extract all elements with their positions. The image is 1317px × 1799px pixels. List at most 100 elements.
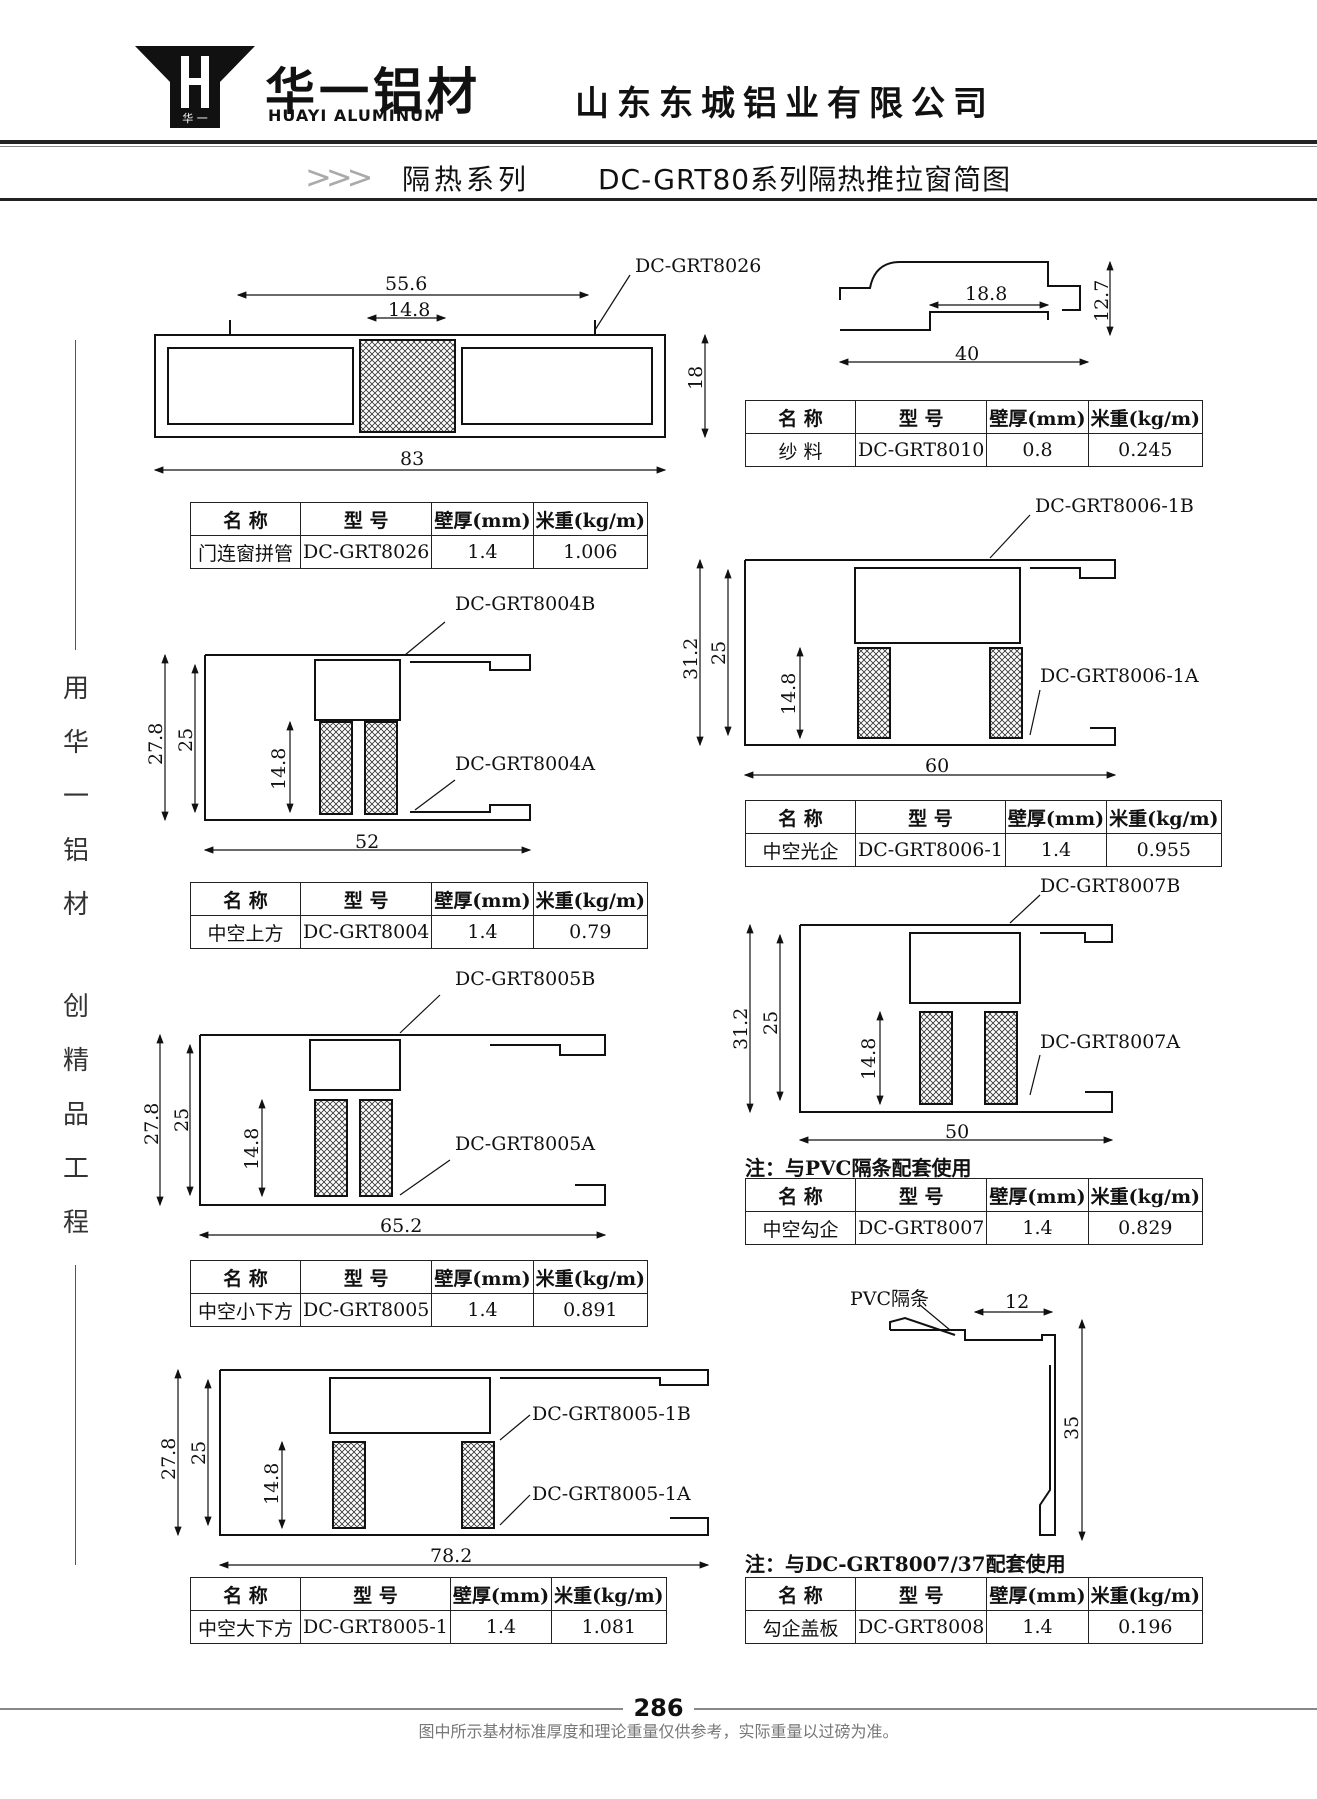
dim-83: 83 — [400, 448, 424, 470]
header-weight: 米重(kg/m) — [1087, 1178, 1204, 1212]
label-8006-1b: DC-GRT8006-1B — [1035, 495, 1194, 517]
note-8007: 注：与PVC隔条配套使用 — [745, 1156, 972, 1180]
brand-name-en: HUAYI ALUMINUM — [268, 106, 442, 125]
cell-weight: 0.245 — [1087, 433, 1204, 467]
slogan-char: 用 — [62, 674, 89, 704]
label-8005-1b: DC-GRT8005-1B — [532, 1403, 691, 1425]
slogan-char: 华 — [62, 728, 89, 758]
cell-name: 勾企盖板 — [745, 1610, 856, 1644]
cell-model: DC-GRT8006-1 — [855, 833, 1006, 867]
dim-78-2: 78.2 — [430, 1545, 472, 1567]
header-weight: 米重(kg/m) — [532, 502, 649, 536]
header-thickness: 壁厚(mm) — [431, 1260, 534, 1294]
header-rule — [0, 140, 1317, 144]
header-thickness: 壁厚(mm) — [449, 1577, 553, 1611]
header-model: 型 号 — [300, 1577, 451, 1611]
profile-8006 — [696, 514, 1117, 779]
dim-27-8: 27.8 — [145, 723, 167, 765]
header-thickness: 壁厚(mm) — [431, 502, 534, 536]
slogan-char: 材 — [62, 890, 89, 920]
dim-14-8: 14.8 — [261, 1463, 283, 1505]
header-weight: 米重(kg/m) — [1087, 1577, 1204, 1611]
cell-name: 中空小下方 — [190, 1293, 301, 1327]
profile-8005 — [156, 994, 607, 1239]
header-thickness: 壁厚(mm) — [431, 882, 534, 916]
note-8008: 注：与DC-GRT8007/37配套使用 — [745, 1552, 1066, 1576]
dim-60: 60 — [925, 755, 949, 777]
profile-8007 — [746, 894, 1114, 1144]
cell-model: DC-GRT8008 — [854, 1610, 988, 1644]
dim-14-8: 14.8 — [778, 673, 800, 715]
cell-model: DC-GRT8005-1 — [300, 1610, 451, 1644]
label-8005-1a: DC-GRT8005-1A — [532, 1483, 691, 1505]
page-title: DC-GRT80系列隔热推拉窗简图 — [598, 163, 1012, 196]
label-pvc-strip: PVC隔条 — [850, 1288, 929, 1310]
profile-8010 — [838, 260, 1114, 366]
header-weight: 米重(kg/m) — [1087, 400, 1204, 434]
header-rule-thin — [0, 146, 1317, 147]
dim-14-8: 14.8 — [241, 1128, 263, 1170]
slogan-part-2: 创 精 品 工 程 — [60, 980, 92, 1250]
logo-mark-icon: 华 一 — [135, 46, 255, 128]
cell-weight: 0.79 — [532, 915, 649, 949]
dim-25: 25 — [708, 641, 730, 665]
dim-27-8: 27.8 — [141, 1103, 163, 1145]
dim-50: 50 — [945, 1121, 969, 1143]
title-rule — [0, 198, 1317, 201]
cell-thickness: 1.4 — [986, 1610, 1089, 1644]
header-thickness: 壁厚(mm) — [986, 1577, 1089, 1611]
cell-weight: 1.081 — [551, 1610, 667, 1644]
header-model: 型 号 — [854, 1178, 988, 1212]
label-8007b: DC-GRT8007B — [1040, 875, 1180, 897]
profile-8008 — [889, 1304, 1086, 1542]
dim-14-8: 14.8 — [388, 299, 430, 321]
cell-name: 纱 料 — [745, 433, 856, 467]
dim-65-2: 65.2 — [380, 1215, 422, 1237]
slogan-char: 铝 — [62, 836, 89, 866]
header-name: 名 称 — [190, 882, 301, 916]
dim-18: 18 — [685, 366, 707, 390]
header-name: 名 称 — [190, 1577, 301, 1611]
header-thickness: 壁厚(mm) — [1004, 800, 1108, 834]
page-number-wrap: 286 — [0, 1694, 1317, 1722]
cell-weight: 0.955 — [1106, 833, 1222, 867]
profile-8005-1 — [174, 1368, 710, 1569]
dim-27-8: 27.8 — [158, 1438, 180, 1480]
header-model: 型 号 — [299, 1260, 433, 1294]
header-name: 名 称 — [745, 400, 856, 434]
dim-31-2: 31.2 — [730, 1008, 752, 1050]
cell-thickness: 0.8 — [986, 433, 1089, 467]
company-logo: 华 一 — [135, 46, 255, 128]
dim-25: 25 — [171, 1108, 193, 1132]
cell-name: 中空勾企 — [745, 1211, 856, 1245]
label-8007a: DC-GRT8007A — [1040, 1031, 1180, 1053]
dim-25: 25 — [175, 728, 197, 752]
footer-note: 图中所示基材标准厚度和理论重量仅供参考，实际重量以过磅为准。 — [418, 1722, 899, 1741]
header-weight: 米重(kg/m) — [551, 1577, 667, 1611]
cell-weight: 0.196 — [1087, 1610, 1204, 1644]
cell-name: 中空上方 — [190, 915, 301, 949]
dim-12-7: 12.7 — [1091, 280, 1113, 322]
cell-model: DC-GRT8007 — [854, 1211, 988, 1245]
header-thickness: 壁厚(mm) — [986, 1178, 1089, 1212]
cell-model: DC-GRT8010 — [854, 433, 988, 467]
dim-25: 25 — [760, 1011, 782, 1035]
header-model: 型 号 — [299, 502, 433, 536]
cell-thickness: 1.4 — [449, 1610, 553, 1644]
cell-thickness: 1.4 — [431, 1293, 534, 1327]
slogan-line-bottom — [75, 1265, 76, 1565]
slogan-char: 工 — [62, 1154, 89, 1184]
cell-model: DC-GRT8004 — [299, 915, 433, 949]
label-8004a: DC-GRT8004A — [455, 753, 595, 775]
slogan-char: 创 — [62, 992, 89, 1022]
dim-25: 25 — [188, 1441, 210, 1465]
dim-18-8: 18.8 — [965, 283, 1007, 305]
company-name: 山东东城铝业有限公司 — [575, 84, 995, 124]
chevron-arrows-icon: >>> — [305, 158, 373, 196]
